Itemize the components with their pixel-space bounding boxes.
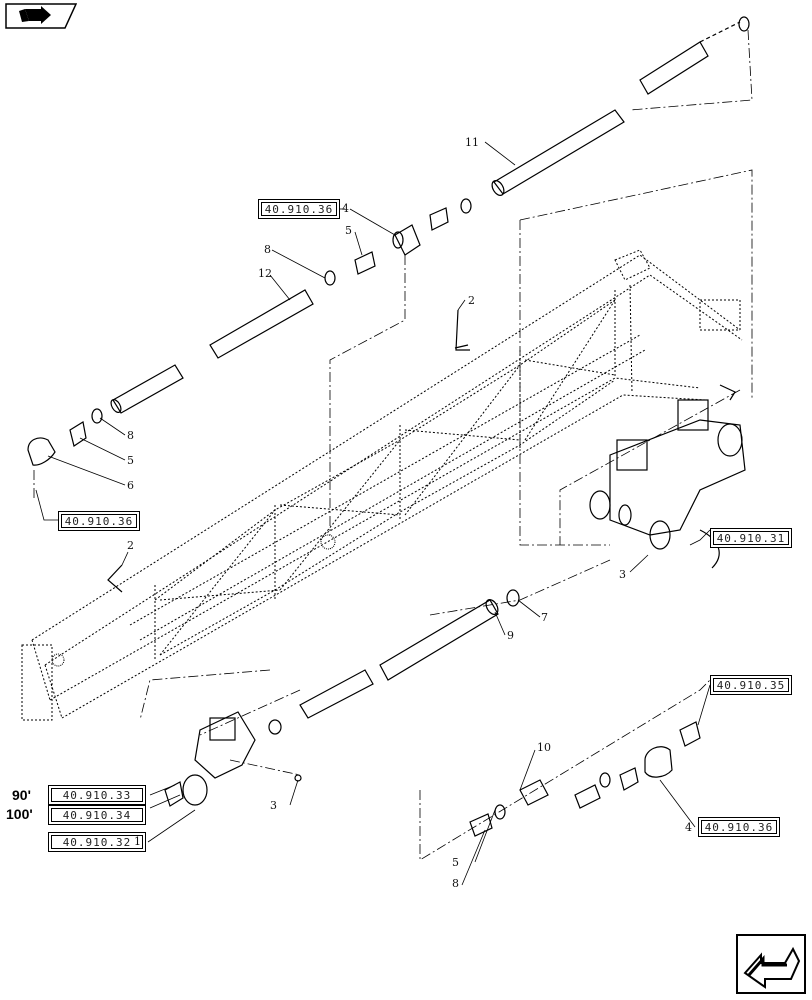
callout-8-bottom: 8 bbox=[452, 877, 459, 890]
fitting-tee-top bbox=[324, 207, 449, 286]
hose-11 bbox=[491, 21, 741, 196]
ref-box-boom-100[interactable]: 40.910.34 bbox=[48, 805, 146, 825]
callout-5-mid: 5 bbox=[127, 454, 134, 467]
back-page-button[interactable] bbox=[5, 3, 78, 29]
back-page-icon bbox=[5, 3, 78, 29]
callout-8-mid: 8 bbox=[127, 429, 134, 442]
callout-4-top: 4 bbox=[342, 202, 349, 215]
leader-lines bbox=[35, 141, 711, 886]
ref-box-bottom-tee[interactable]: 40.910.36 bbox=[698, 817, 780, 837]
callout-4-bottom: 4 bbox=[685, 821, 692, 834]
boom-size-90-label: 90' bbox=[12, 787, 31, 803]
ref-box-bottom-valve[interactable]: 40.910.32 bbox=[48, 832, 146, 852]
hose-clamp-top bbox=[460, 16, 750, 214]
callout-2-bottom: 2 bbox=[127, 539, 134, 552]
hose-12 bbox=[110, 289, 314, 414]
previous-section-button[interactable] bbox=[735, 933, 807, 995]
elbow-left bbox=[27, 408, 103, 466]
callout-9: 9 bbox=[507, 629, 514, 642]
nozzle-assembly-right bbox=[469, 721, 701, 837]
ref-box-nozzle-right[interactable]: 40.910.35 bbox=[710, 675, 792, 695]
hose-9 bbox=[268, 589, 520, 735]
callout-8-top: 8 bbox=[264, 243, 271, 256]
ref-box-top-fitting[interactable]: 40.910.36 bbox=[258, 199, 340, 219]
ref-box-valve-manifold[interactable]: 40.910.31 bbox=[710, 528, 792, 548]
ref-box-left-elbow[interactable]: 40.910.36 bbox=[58, 511, 140, 531]
routing-lines bbox=[33, 29, 753, 861]
callout-10: 10 bbox=[537, 741, 551, 754]
ref-box-boom-90[interactable]: 40.910.33 bbox=[48, 785, 146, 805]
valve-manifold bbox=[589, 384, 746, 569]
callout-3-right: 3 bbox=[619, 568, 626, 581]
callout-7: 7 bbox=[541, 611, 548, 624]
boom-size-100-label: 100' bbox=[6, 806, 33, 822]
previous-section-icon bbox=[736, 934, 806, 994]
callout-12: 12 bbox=[258, 267, 272, 280]
callout-5-top: 5 bbox=[345, 224, 352, 237]
callout-11: 11 bbox=[465, 136, 479, 149]
bracket-2 bbox=[107, 309, 470, 593]
boom-frame bbox=[21, 249, 743, 721]
callout-3-bottom: 3 bbox=[270, 799, 277, 812]
bottom-valve bbox=[164, 711, 302, 807]
callout-6: 6 bbox=[127, 479, 134, 492]
callout-5-bottom: 5 bbox=[452, 856, 459, 869]
callout-1: 1 bbox=[134, 835, 141, 848]
callout-2-top: 2 bbox=[468, 294, 475, 307]
